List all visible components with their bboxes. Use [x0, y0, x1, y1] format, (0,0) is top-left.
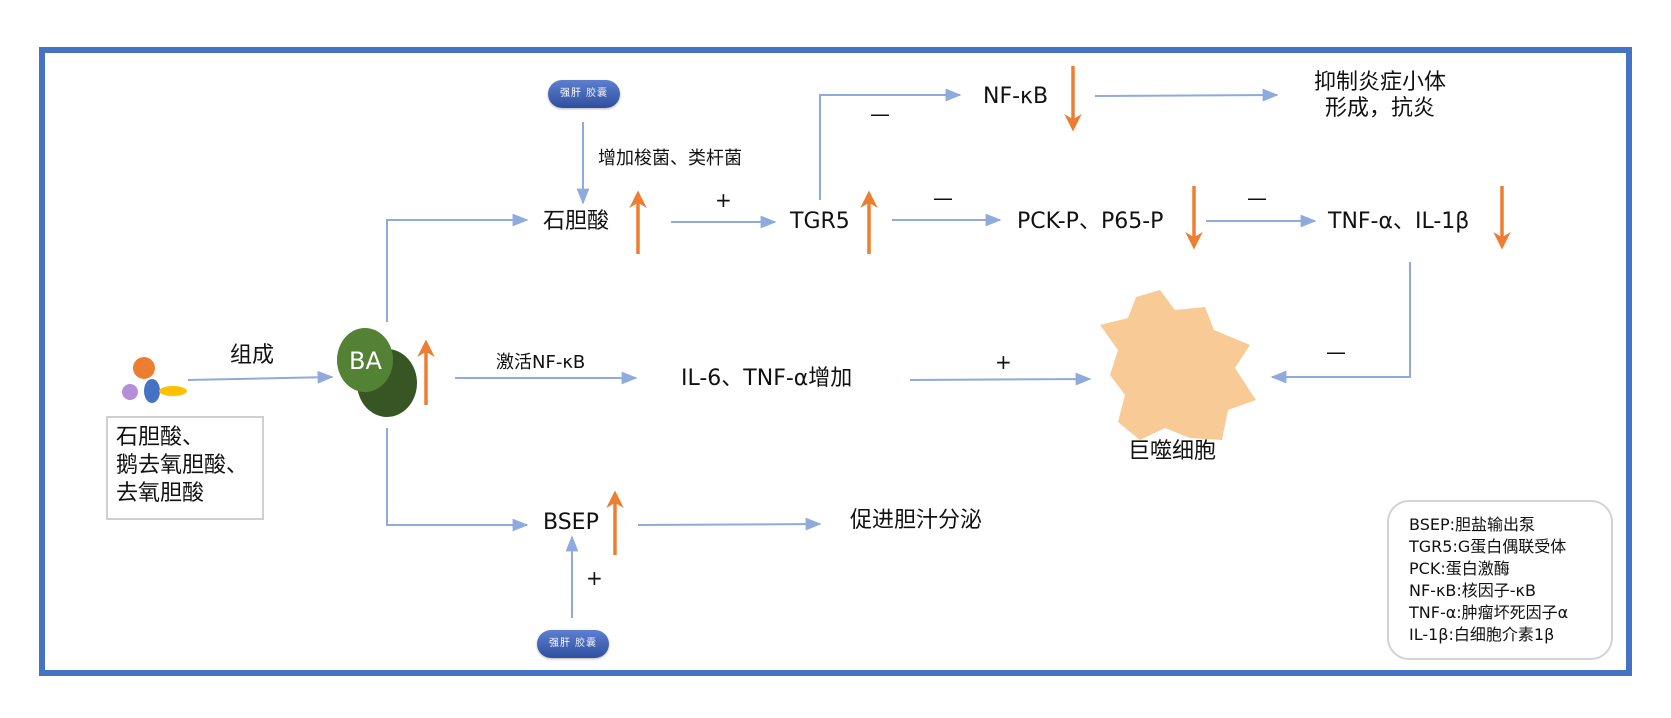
- legend-item: TNF-α:肿瘤坏死因子α: [1409, 603, 1569, 622]
- composition-line-2: 鹅去氧胆酸、: [116, 453, 249, 479]
- composition-label: 组成: [230, 343, 275, 368]
- pill-top-left-text: 强肝: [560, 88, 582, 99]
- arrow-bsep-to-bile: [637, 517, 822, 531]
- node-inflammasome: 抑制炎症小体 形成，抗炎: [1300, 70, 1460, 123]
- node-pck: PCK-P、P65-P: [1017, 209, 1164, 234]
- macrophage-icon: [1100, 290, 1256, 440]
- outer-frame: [39, 47, 1632, 676]
- node-inflammasome-line-2: 形成，抗炎: [1324, 96, 1435, 122]
- legend-item: TGR5:G蛋白偶联受体: [1409, 537, 1567, 556]
- edge-label-increase-bacteria: 增加梭菌、类杆菌: [598, 148, 742, 169]
- node-macrophage: 巨噬细胞: [1128, 439, 1217, 464]
- composition-line-3: 去氧胆酸: [116, 481, 205, 507]
- arrow-tgr5-to-nfkb: [819, 88, 962, 200]
- node-bile: 促进胆汁分泌: [850, 508, 983, 533]
- edge-label-minus-tgr5-pck: —: [933, 186, 953, 210]
- edge-label-activate-nfkb: 激活NF-κB: [496, 352, 586, 373]
- edge-label-plus-lca-tgr5: +: [715, 188, 732, 212]
- node-il6-tnf: IL-6、TNF-α增加: [681, 366, 853, 391]
- node-lca: 石胆酸: [543, 209, 610, 234]
- ba-icon: [337, 328, 417, 417]
- arrow-il6-to-macrophage: [909, 372, 1092, 386]
- legend-item: NF-κB:核因子-κB: [1409, 581, 1536, 600]
- arrow-ba-to-lca: [386, 213, 529, 322]
- legend-box: BSEP:胆盐输出泵 TGR5:G蛋白偶联受体 PCK:蛋白激酶 NF-κB:核…: [1387, 500, 1613, 660]
- legend-item: IL-1β:白细胞介素1β: [1409, 625, 1555, 644]
- node-tgr5: TGR5: [790, 209, 850, 234]
- arrow-ba-to-bsep: [386, 428, 529, 532]
- edge-label-minus-tgr5-nfkb: —: [870, 102, 890, 126]
- node-nfkb: NF-κB: [983, 84, 1049, 109]
- composition-line-1: 石胆酸、: [116, 425, 205, 450]
- arrow-nfkb-to-inflammasome: [1094, 88, 1279, 102]
- pill-top-right-text: 胶囊: [586, 88, 608, 99]
- ba-label: BA: [349, 347, 382, 375]
- pill-bottom-left-text: 强肝: [549, 638, 571, 649]
- edge-label-minus-tnf-macrophage: —: [1326, 340, 1346, 364]
- node-tnf-il1b: TNF-α、IL-1β: [1328, 209, 1470, 234]
- arrow-tnf-to-macrophage: [1270, 262, 1411, 384]
- edge-label-plus-bsep: +: [586, 566, 603, 590]
- pill-capsule-bottom-icon: 强肝胶囊: [537, 630, 609, 658]
- edge-label-minus-pck-tnf: —: [1247, 186, 1267, 210]
- molecule-cluster-icon: [122, 357, 187, 403]
- node-bsep: BSEP: [543, 510, 599, 535]
- node-inflammasome-line-1: 抑制炎症小体: [1313, 70, 1446, 95]
- edge-label-plus-il6-macrophage: +: [995, 350, 1012, 374]
- legend-item: PCK:蛋白激酶: [1409, 559, 1510, 578]
- pill-capsule-top-icon: 强肝胶囊: [548, 80, 620, 108]
- legend-item: BSEP:胆盐输出泵: [1409, 515, 1536, 534]
- composition-box: 石胆酸、 鹅去氧胆酸、 去氧胆酸: [106, 416, 264, 520]
- pill-bottom-right-text: 胶囊: [575, 638, 597, 649]
- arrow-molecules-to-ba: [187, 370, 334, 384]
